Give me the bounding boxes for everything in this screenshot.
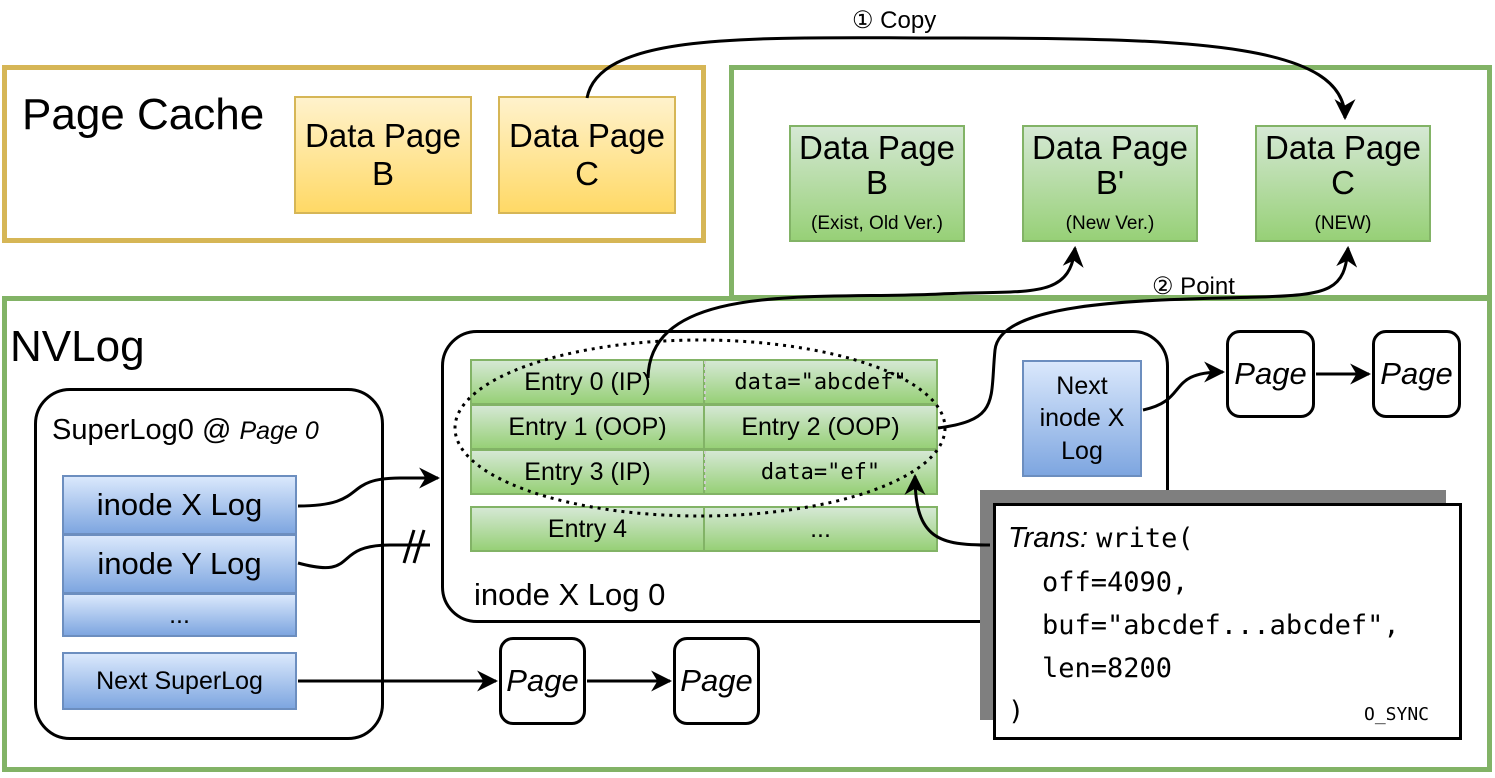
entry-0[interactable]: Entry 0 (IP) — [470, 359, 705, 405]
entry-0-data-label: data="abcdef" — [734, 369, 907, 395]
cache-page-b-line1: Data Page — [305, 117, 461, 155]
entry-4[interactable]: Entry 4 — [470, 506, 705, 552]
storage-page-bp-line2: B' — [1095, 163, 1125, 201]
entry-3-data[interactable]: data="ef" — [703, 449, 938, 495]
entry-1-label: Entry 1 (OOP) — [508, 412, 667, 441]
superlog-item-inode-x[interactable]: inode X Log — [62, 475, 297, 535]
cache-page-c-line2: C — [575, 155, 599, 192]
storage-page-bp-line1: Data Page — [1032, 129, 1188, 166]
superlog-at: @ — [201, 414, 232, 446]
superlog-chain-page-1-label: Page — [506, 663, 579, 698]
superlog-page: Page 0 — [239, 417, 319, 445]
copy-label: ① Copy — [852, 7, 937, 34]
superlog-item-inode-x-label: inode X Log — [96, 487, 263, 522]
trans-line-1: Trans: write( — [1008, 522, 1194, 555]
cache-data-page-c[interactable]: Data Page C — [498, 96, 676, 214]
storage-data-page-b[interactable]: Data Page B (Exist, Old Ver.) — [789, 125, 965, 242]
storage-page-bp-note: (New Ver.) — [1065, 213, 1155, 235]
entry-3-label: Entry 3 (IP) — [524, 457, 651, 486]
entry-4-more-label: ... — [810, 514, 831, 543]
storage-page-c-line2: C — [1331, 163, 1355, 201]
storage-page-c-line1: Data Page — [1265, 129, 1421, 166]
next-superlog[interactable]: Next SuperLog — [62, 652, 297, 710]
superlog-title: SuperLog0 @ Page 0 — [52, 414, 319, 447]
storage-page-b-line2: B — [865, 163, 888, 201]
page-cache-title: Page Cache — [22, 90, 265, 139]
trans-call: write( — [1096, 523, 1194, 554]
trans-arg-len: len=8200 — [1042, 653, 1173, 684]
next-inode-line2: inode X — [1039, 404, 1125, 433]
trans-prefix: Trans: — [1008, 522, 1089, 554]
storage-data-page-b-prime[interactable]: Data Page B' (New Ver.) — [1022, 125, 1198, 242]
entry-0-label: Entry 0 (IP) — [524, 367, 651, 396]
superlog-chain-page-1[interactable]: Page — [499, 637, 586, 725]
inode-chain-page-2[interactable]: Page — [1372, 330, 1461, 418]
trans-flag: O_SYNC — [1364, 704, 1430, 725]
point-label: ② Point — [1152, 273, 1235, 300]
next-inode-line1: Next — [1056, 371, 1108, 400]
entry-1[interactable]: Entry 1 (OOP) — [470, 404, 705, 450]
superlog-item-more-label: ... — [169, 600, 190, 629]
storage-page-b-line1: Data Page — [799, 129, 955, 166]
cache-page-b-line2: B — [371, 155, 394, 192]
entry-3[interactable]: Entry 3 (IP) — [470, 449, 705, 495]
cache-page-c-line1: Data Page — [509, 117, 665, 155]
superlog-item-inode-y-label: inode Y Log — [97, 546, 262, 581]
cache-data-page-b[interactable]: Data Page B — [294, 96, 472, 214]
superlog-name: SuperLog0 — [52, 414, 194, 446]
superlog-item-more[interactable]: ... — [62, 593, 297, 637]
trans-arg-buf: buf="abcdef...abcdef", — [1042, 610, 1400, 641]
trans-close: ) — [1008, 696, 1025, 727]
entry-4-label: Entry 4 — [547, 514, 628, 543]
entry-2-label: Entry 2 (OOP) — [741, 412, 900, 441]
inode-log-title: inode X Log 0 — [474, 577, 666, 612]
next-inode-log[interactable]: Next inode X Log — [1022, 360, 1142, 477]
next-inode-line3: Log — [1061, 436, 1103, 465]
inode-chain-page-1-label: Page — [1234, 356, 1307, 391]
superlog-chain-page-2-label: Page — [680, 663, 753, 698]
entry-2[interactable]: Entry 2 (OOP) — [703, 404, 938, 450]
entry-0-data[interactable]: data="abcdef" — [703, 359, 938, 405]
storage-page-b-note: (Exist, Old Ver.) — [811, 213, 943, 235]
superlog-chain-page-2[interactable]: Page — [673, 637, 760, 725]
trans-arg-off: off=4090, — [1042, 567, 1189, 598]
storage-data-page-c[interactable]: Data Page C (NEW) — [1255, 125, 1431, 242]
entry-3-data-label: data="ef" — [760, 459, 881, 485]
inode-chain-page-2-label: Page — [1380, 356, 1453, 391]
next-superlog-label: Next SuperLog — [96, 666, 263, 695]
storage-page-c-note: (NEW) — [1314, 213, 1372, 235]
trans-box[interactable]: Trans: write( off=4090, buf="abcdef...ab… — [993, 503, 1462, 740]
superlog-item-inode-y[interactable]: inode Y Log — [62, 534, 297, 594]
entry-4-more[interactable]: ... — [703, 506, 938, 552]
inode-chain-page-1[interactable]: Page — [1226, 330, 1315, 418]
nvlog-title: NVLog — [10, 322, 145, 371]
